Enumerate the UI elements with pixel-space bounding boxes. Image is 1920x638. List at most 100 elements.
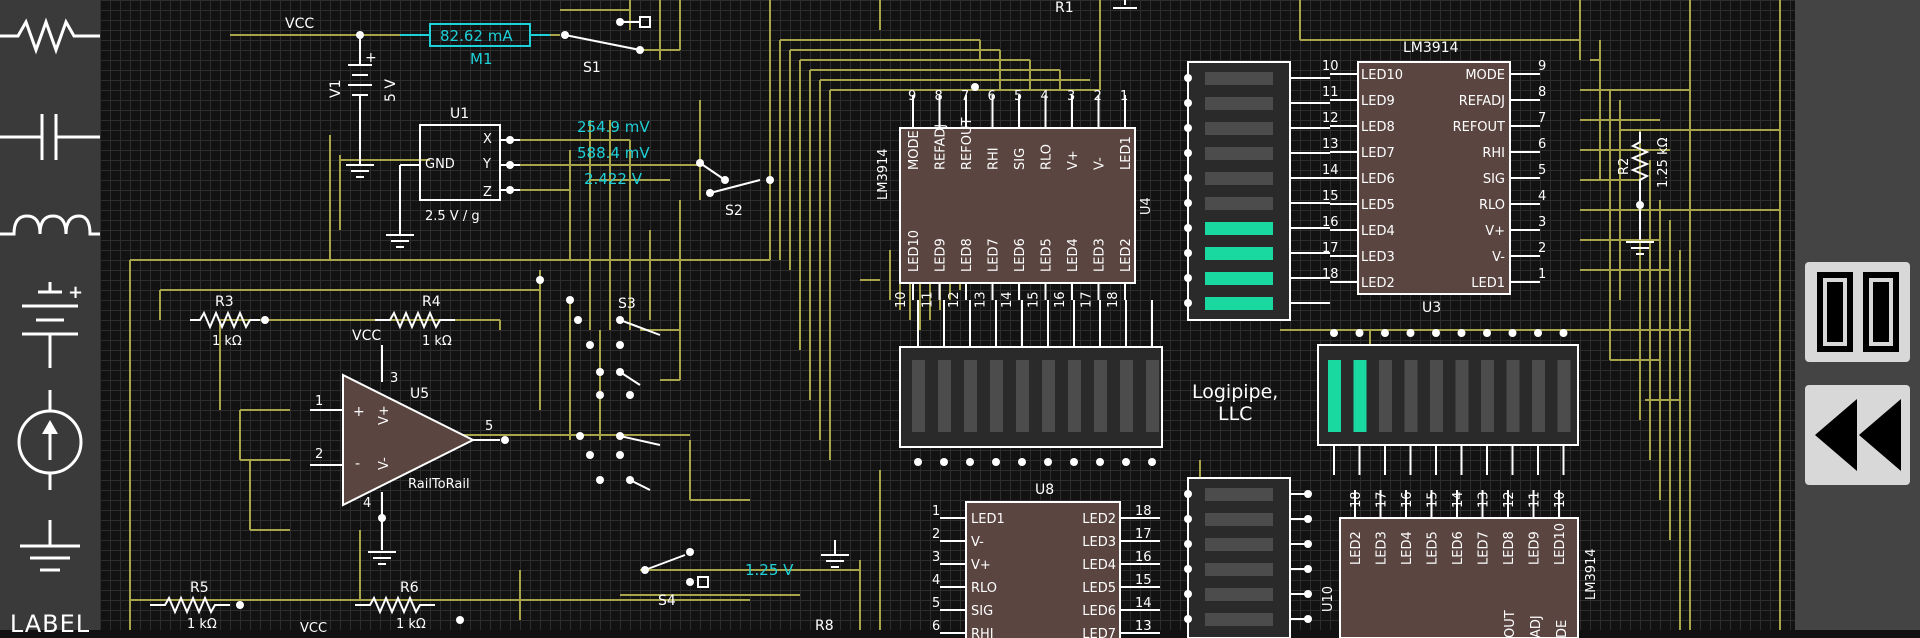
u10-pin-number: 16 [1400,491,1415,508]
led-pin [1184,490,1192,498]
resistor-r6[interactable]: R6 1 kΩ [355,580,464,632]
led-pin [1184,224,1192,232]
u3-pin-number: 10 [1322,59,1339,74]
led-bargraph-horizontal-left [899,300,1163,466]
u10-pin-number: 13 [1477,491,1492,508]
u10-pin-label: LED7 [1477,531,1492,565]
u3-pin-number: 12 [1322,111,1339,126]
inductor-tool[interactable] [0,188,100,274]
resistor-r3[interactable]: R3 1 kΩ [190,294,269,349]
svg-text:-: - [355,456,360,472]
led-pin [1184,99,1192,107]
led-segment [1205,222,1273,235]
u10-pin-label: LED6 [1451,531,1466,565]
chip-u3[interactable]: LM3914 10LED1011LED912LED813LED714LED615… [1322,40,1546,316]
led-segment [1205,488,1273,501]
u3-pin-label: V+ [1485,224,1505,239]
pause-button[interactable] [1805,262,1910,362]
led-segment [1205,147,1273,160]
resistor-r4[interactable]: R4 1 kΩ [375,294,455,349]
u8-pin-number: 6 [932,619,940,634]
u8-pin-number: 18 [1135,504,1152,519]
u3-pin-label: LED6 [1361,172,1395,187]
svg-text:U1: U1 [450,106,469,122]
switch-s4[interactable]: S4 [641,548,709,609]
accelerometer-u1[interactable]: U1 GND X Y Z 2.5 V / g [386,106,520,248]
u3-pin-label: V- [1492,250,1505,265]
led-segment [1205,247,1273,260]
u4-pin-label: LED9 [934,238,949,272]
led-pin [1432,329,1440,337]
battery-icon: + [22,282,83,368]
led-segment [990,360,1003,432]
ground-tool[interactable] [0,510,100,596]
schematic-drawing: .w{stroke:#a8a44a;stroke-width:2;fill:no… [129,0,1781,638]
resistor-tool[interactable] [0,0,100,86]
opamp-u5[interactable]: VCC 3 U5 1 2 + - V+ V- 5 4 RailToRail [310,328,509,565]
u4-pin-number: 12 [947,291,962,308]
current-source-tool[interactable] [0,390,100,490]
u3-pin-label: LED10 [1361,68,1403,83]
switch-s3[interactable]: S3 [536,276,661,491]
switch-s1[interactable]: S1 [561,16,651,76]
resistor-r2[interactable]: R2 1.25 kΩ [1617,132,1671,255]
u4-pin-label: MODE [907,130,922,170]
u3-pin-label: LED7 [1361,146,1395,161]
led-pin [1070,458,1078,466]
u3-pin-number: 18 [1322,267,1339,282]
led-segment [1430,360,1443,432]
rewind-button[interactable] [1805,385,1910,485]
u8-pin-label: LED3 [1082,535,1116,550]
u4-pin-label: LED1 [1119,136,1134,170]
capacitor-icon [0,114,100,160]
u4-pin-label: V- [1093,157,1108,170]
u3-pin-number: 8 [1538,85,1546,100]
rewind-icon [1815,399,1901,471]
junction-dot [971,83,979,91]
led-segment [1205,272,1273,285]
u8-pin-label: LED7 [1082,627,1116,638]
battery-tool[interactable]: + [0,282,100,368]
u4-pin-label: LED4 [1066,238,1081,272]
probe-y-voltage: 588.4 mV [577,144,650,162]
chip-u4[interactable]: 9MODE8REFADJ7REFOUT6RHI5SIG4RLO3V+2V-1LE… [876,83,1154,308]
svg-text:2.5 V / g: 2.5 V / g [425,209,480,224]
u3-pin-label: REFOUT [1453,120,1505,135]
u3-pin-number: 9 [1538,59,1546,74]
junction-dot [1304,540,1312,548]
u10-pin-label: LED4 [1400,531,1415,565]
svg-text:1: 1 [315,394,323,409]
u10-pin-label: LED9 [1528,531,1543,565]
u3-pin-number: 6 [1538,137,1546,152]
ammeter-m1[interactable]: 82.62 mA M1 [400,23,550,68]
resistor-r5[interactable]: R5 1 kΩ [150,580,244,632]
led-segment [1353,360,1367,432]
u10-pin-number: 15 [1426,491,1441,508]
schematic-canvas[interactable]: .w{stroke:#a8a44a;stroke-width:2;fill:no… [100,0,1795,638]
u10-pin-label: LED3 [1375,531,1390,565]
label-tool[interactable]: LABEL [9,610,91,638]
led-pin [1184,199,1192,207]
led-segment [1328,360,1341,432]
led-pin [1184,149,1192,157]
capacitor-tool[interactable] [0,94,100,180]
svg-text:RailToRail: RailToRail [408,477,470,492]
u3-pin-label: LED4 [1361,224,1395,239]
switch-s2[interactable]: S2 [696,159,774,219]
led-segment [1205,538,1273,551]
r1-label: R1 [1055,0,1074,16]
led-pin [1184,124,1192,132]
led-segment [1205,613,1273,626]
svg-text:V+: V+ [377,405,392,425]
u10-pin-label: OUT [1503,610,1518,638]
u10-pin-label: ADJ [1529,615,1544,638]
u4-pin-number: 15 [1027,291,1042,308]
svg-text:+: + [68,282,83,303]
probe-x-voltage: 254.9 mV [577,118,650,136]
battery-v1[interactable]: + V1 5 V [328,35,399,178]
simulation-control-panel [1795,0,1920,630]
led-pin [1184,540,1192,548]
chip-u10[interactable]: 18LED217LED316LED415LED514LED613LED712LE… [1321,490,1599,638]
u4-pin-number: 2 [1094,89,1102,104]
